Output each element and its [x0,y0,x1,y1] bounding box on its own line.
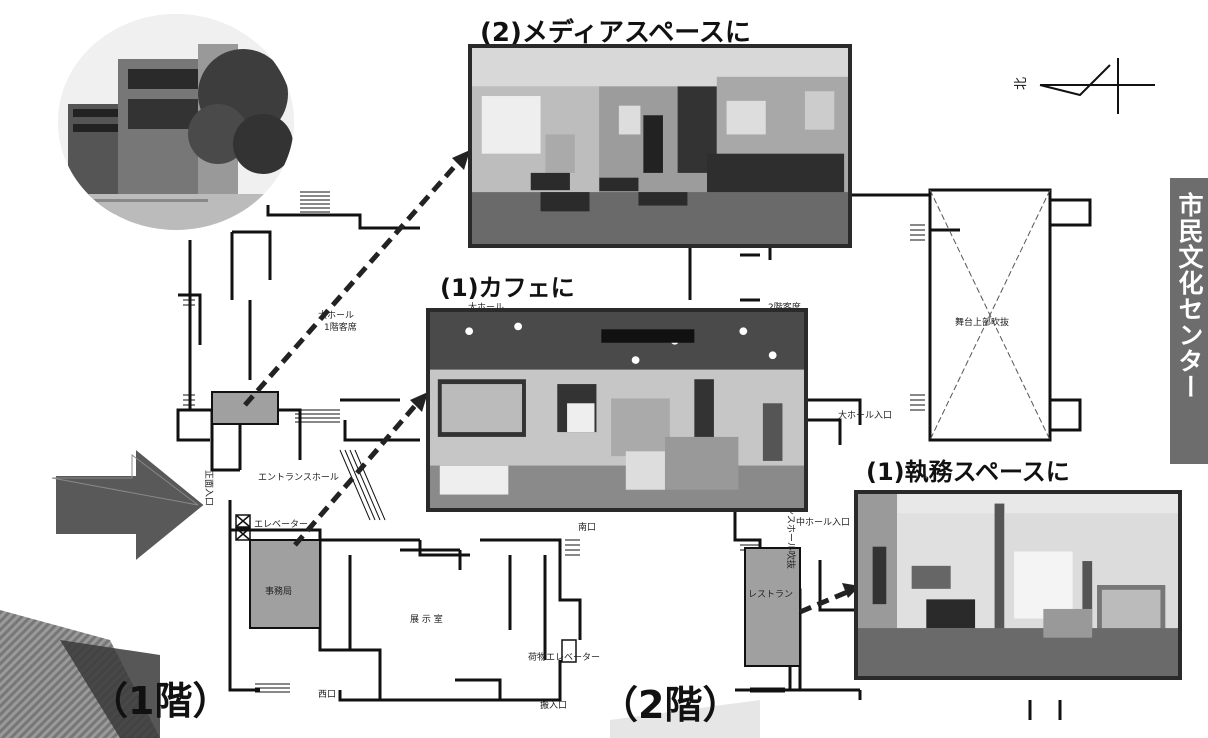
arrow-to-office [799,587,853,615]
caption-cafe: (1)カフェに [440,274,575,302]
photo-cafe [426,308,808,512]
entrance-arrow [54,445,207,565]
office-area [249,539,321,629]
plan-label-exhibition: 展 示 室 [410,613,443,625]
plan-label-delivery-entrance: 搬入口 [540,699,567,711]
side-tag: 市民文化センター [1170,178,1208,464]
corner-decoration-right [610,700,760,738]
plan-label-main-entrance: 正面入口 [203,470,214,506]
plan-label-office: 事務局 [265,585,292,597]
plan-label-mid-hall-entrance: 中ホール入口 [796,516,850,528]
plan-label-restaurant: レストラン [748,589,793,600]
plan-label-main-hall-seats: 1階客席 [324,321,357,333]
floor-label-2f: （2階） [600,683,741,727]
photo-media-space [468,44,852,248]
restaurant-area [744,547,801,667]
caption-office-space: (1)執務スペースに [866,458,1070,486]
north-compass [1039,58,1155,114]
cafe-area [211,391,279,425]
plan-label-elevator: エレベーター [254,519,308,530]
building-photo [58,14,294,230]
caption-media-space: (2)メディアスペースに [480,18,751,48]
arrow-to-media [243,156,464,407]
plan-label-cargo-elevator: 荷物エレベーター [528,651,600,663]
plan-label-stage-void: 舞台上部吹抜 [955,316,1009,328]
compass-label: 北 [1014,77,1029,90]
arrow-to-cafe [293,398,422,547]
photo-office-space [854,490,1182,680]
plan-label-south-entrance: 南口 [578,521,596,533]
plan-label-west-entrance: 西口 [318,689,336,700]
plan-label-entrance-hall: エントランスホール [258,472,339,483]
plan-label-hall-entrance: 大ホール入口 [838,409,892,421]
floor-label-1f: （1階） [90,679,231,723]
